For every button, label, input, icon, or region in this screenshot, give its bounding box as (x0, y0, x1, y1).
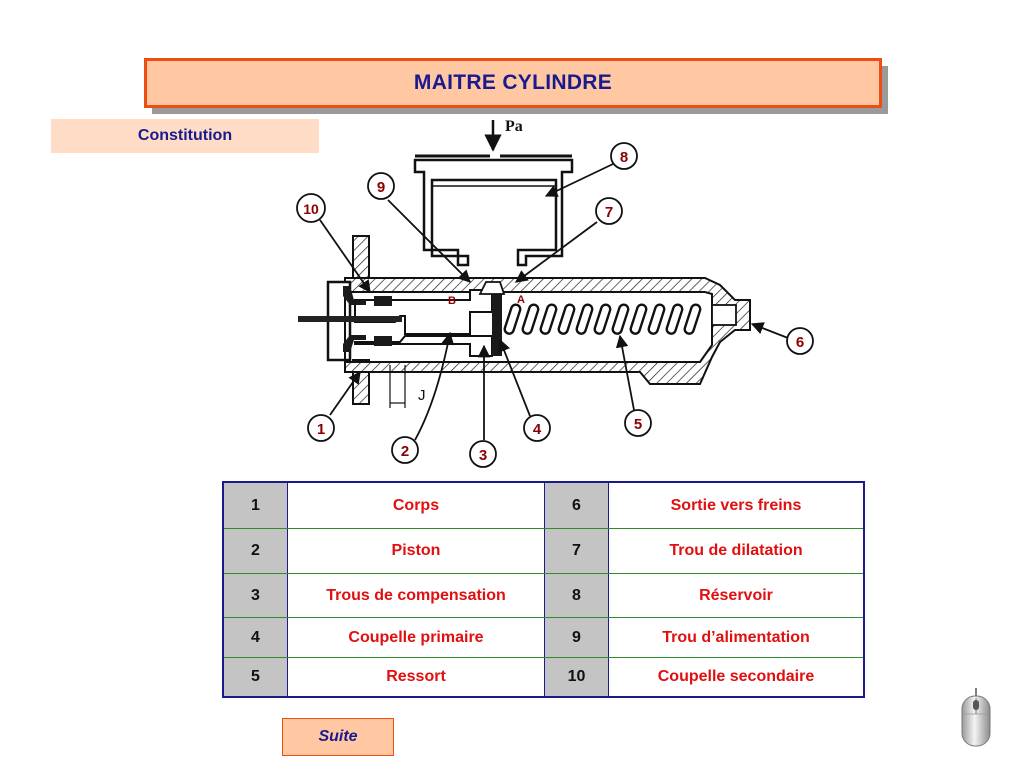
clearance-label: J (418, 387, 426, 404)
svg-text:10: 10 (303, 201, 319, 217)
legend-label: Réservoir (608, 573, 864, 618)
table-row: 5 Ressort 10 Coupelle secondaire (223, 657, 864, 697)
legend-number: 4 (223, 617, 288, 658)
clearance-marker (389, 365, 406, 408)
return-spring (503, 303, 702, 335)
svg-text:8: 8 (620, 149, 628, 166)
table-row: 1 Corps 6 Sortie vers freins (223, 482, 864, 529)
svg-text:9: 9 (377, 179, 385, 196)
legend-label: Coupelle secondaire (657, 668, 815, 685)
port-label-b: B (448, 295, 456, 307)
legend-label: Piston (287, 528, 545, 574)
push-rod (298, 316, 402, 322)
table-row: 4 Coupelle primaire 9 Trou d’alimentatio… (223, 617, 864, 658)
svg-text:1: 1 (317, 421, 325, 438)
slide-title: MAITRE CYLINDRE (144, 58, 882, 108)
svg-text:2: 2 (401, 443, 409, 460)
legend-number: 8 (544, 573, 609, 618)
legend-number: 1 (223, 482, 288, 529)
mounting-flange-top (352, 235, 370, 281)
port-label-a: A (517, 294, 525, 306)
legend-label: Corps (287, 482, 545, 529)
master-cylinder-diagram: Pa B A (296, 118, 814, 468)
section-subtitle: Constitution (51, 119, 319, 153)
outlet-port (711, 304, 737, 326)
primary-cup (492, 288, 502, 356)
primary-cup-lip (478, 281, 506, 295)
secondary-cup (343, 286, 392, 352)
legend-label: Sortie vers freins (608, 482, 864, 529)
callout-3: 3 (469, 440, 497, 468)
legend-number: 2 (223, 528, 288, 574)
callout-8: 8 (610, 142, 638, 170)
table-row: 2 Piston 7 Trou de dilatation (223, 528, 864, 574)
legend-table: 1 Corps 6 Sortie vers freins 2 Piston 7 … (222, 481, 865, 698)
callout-1: 1 (307, 414, 335, 442)
legend-label: Ressort (287, 657, 545, 697)
legend-number: 6 (544, 482, 609, 529)
force-label: Pa (505, 118, 523, 135)
reservoir (413, 154, 574, 267)
legend-label: Coupelle primaire (287, 617, 545, 658)
suite-button[interactable]: Suite (282, 718, 394, 756)
callout-7: 7 (595, 197, 623, 225)
mouse-icon[interactable] (960, 688, 992, 750)
callout-4: 4 (523, 414, 551, 442)
legend-label: Trou d’alimentation (608, 617, 864, 658)
svg-text:5: 5 (634, 416, 642, 433)
svg-text:6: 6 (796, 334, 804, 351)
legend-number: 10 (544, 657, 609, 697)
table-row: 3 Trous de compensation 8 Réservoir (223, 573, 864, 618)
svg-text:3: 3 (479, 447, 487, 464)
legend-number: 7 (544, 528, 609, 574)
svg-text:7: 7 (605, 204, 613, 221)
legend-number: 9 (544, 617, 609, 658)
callout-5: 5 (624, 409, 652, 437)
legend-number: 3 (223, 573, 288, 618)
legend-label: Trou de dilatation (608, 528, 864, 574)
callout-leaders (319, 163, 789, 441)
callout-10: 10 (296, 193, 326, 223)
callout-9: 9 (367, 172, 395, 200)
legend-label: Trous de compensation (287, 573, 545, 618)
callout-6: 6 (786, 327, 814, 355)
legend-number: 5 (223, 657, 288, 697)
cylinder-body (326, 277, 751, 385)
svg-text:4: 4 (533, 421, 542, 438)
callout-2: 2 (391, 436, 419, 464)
